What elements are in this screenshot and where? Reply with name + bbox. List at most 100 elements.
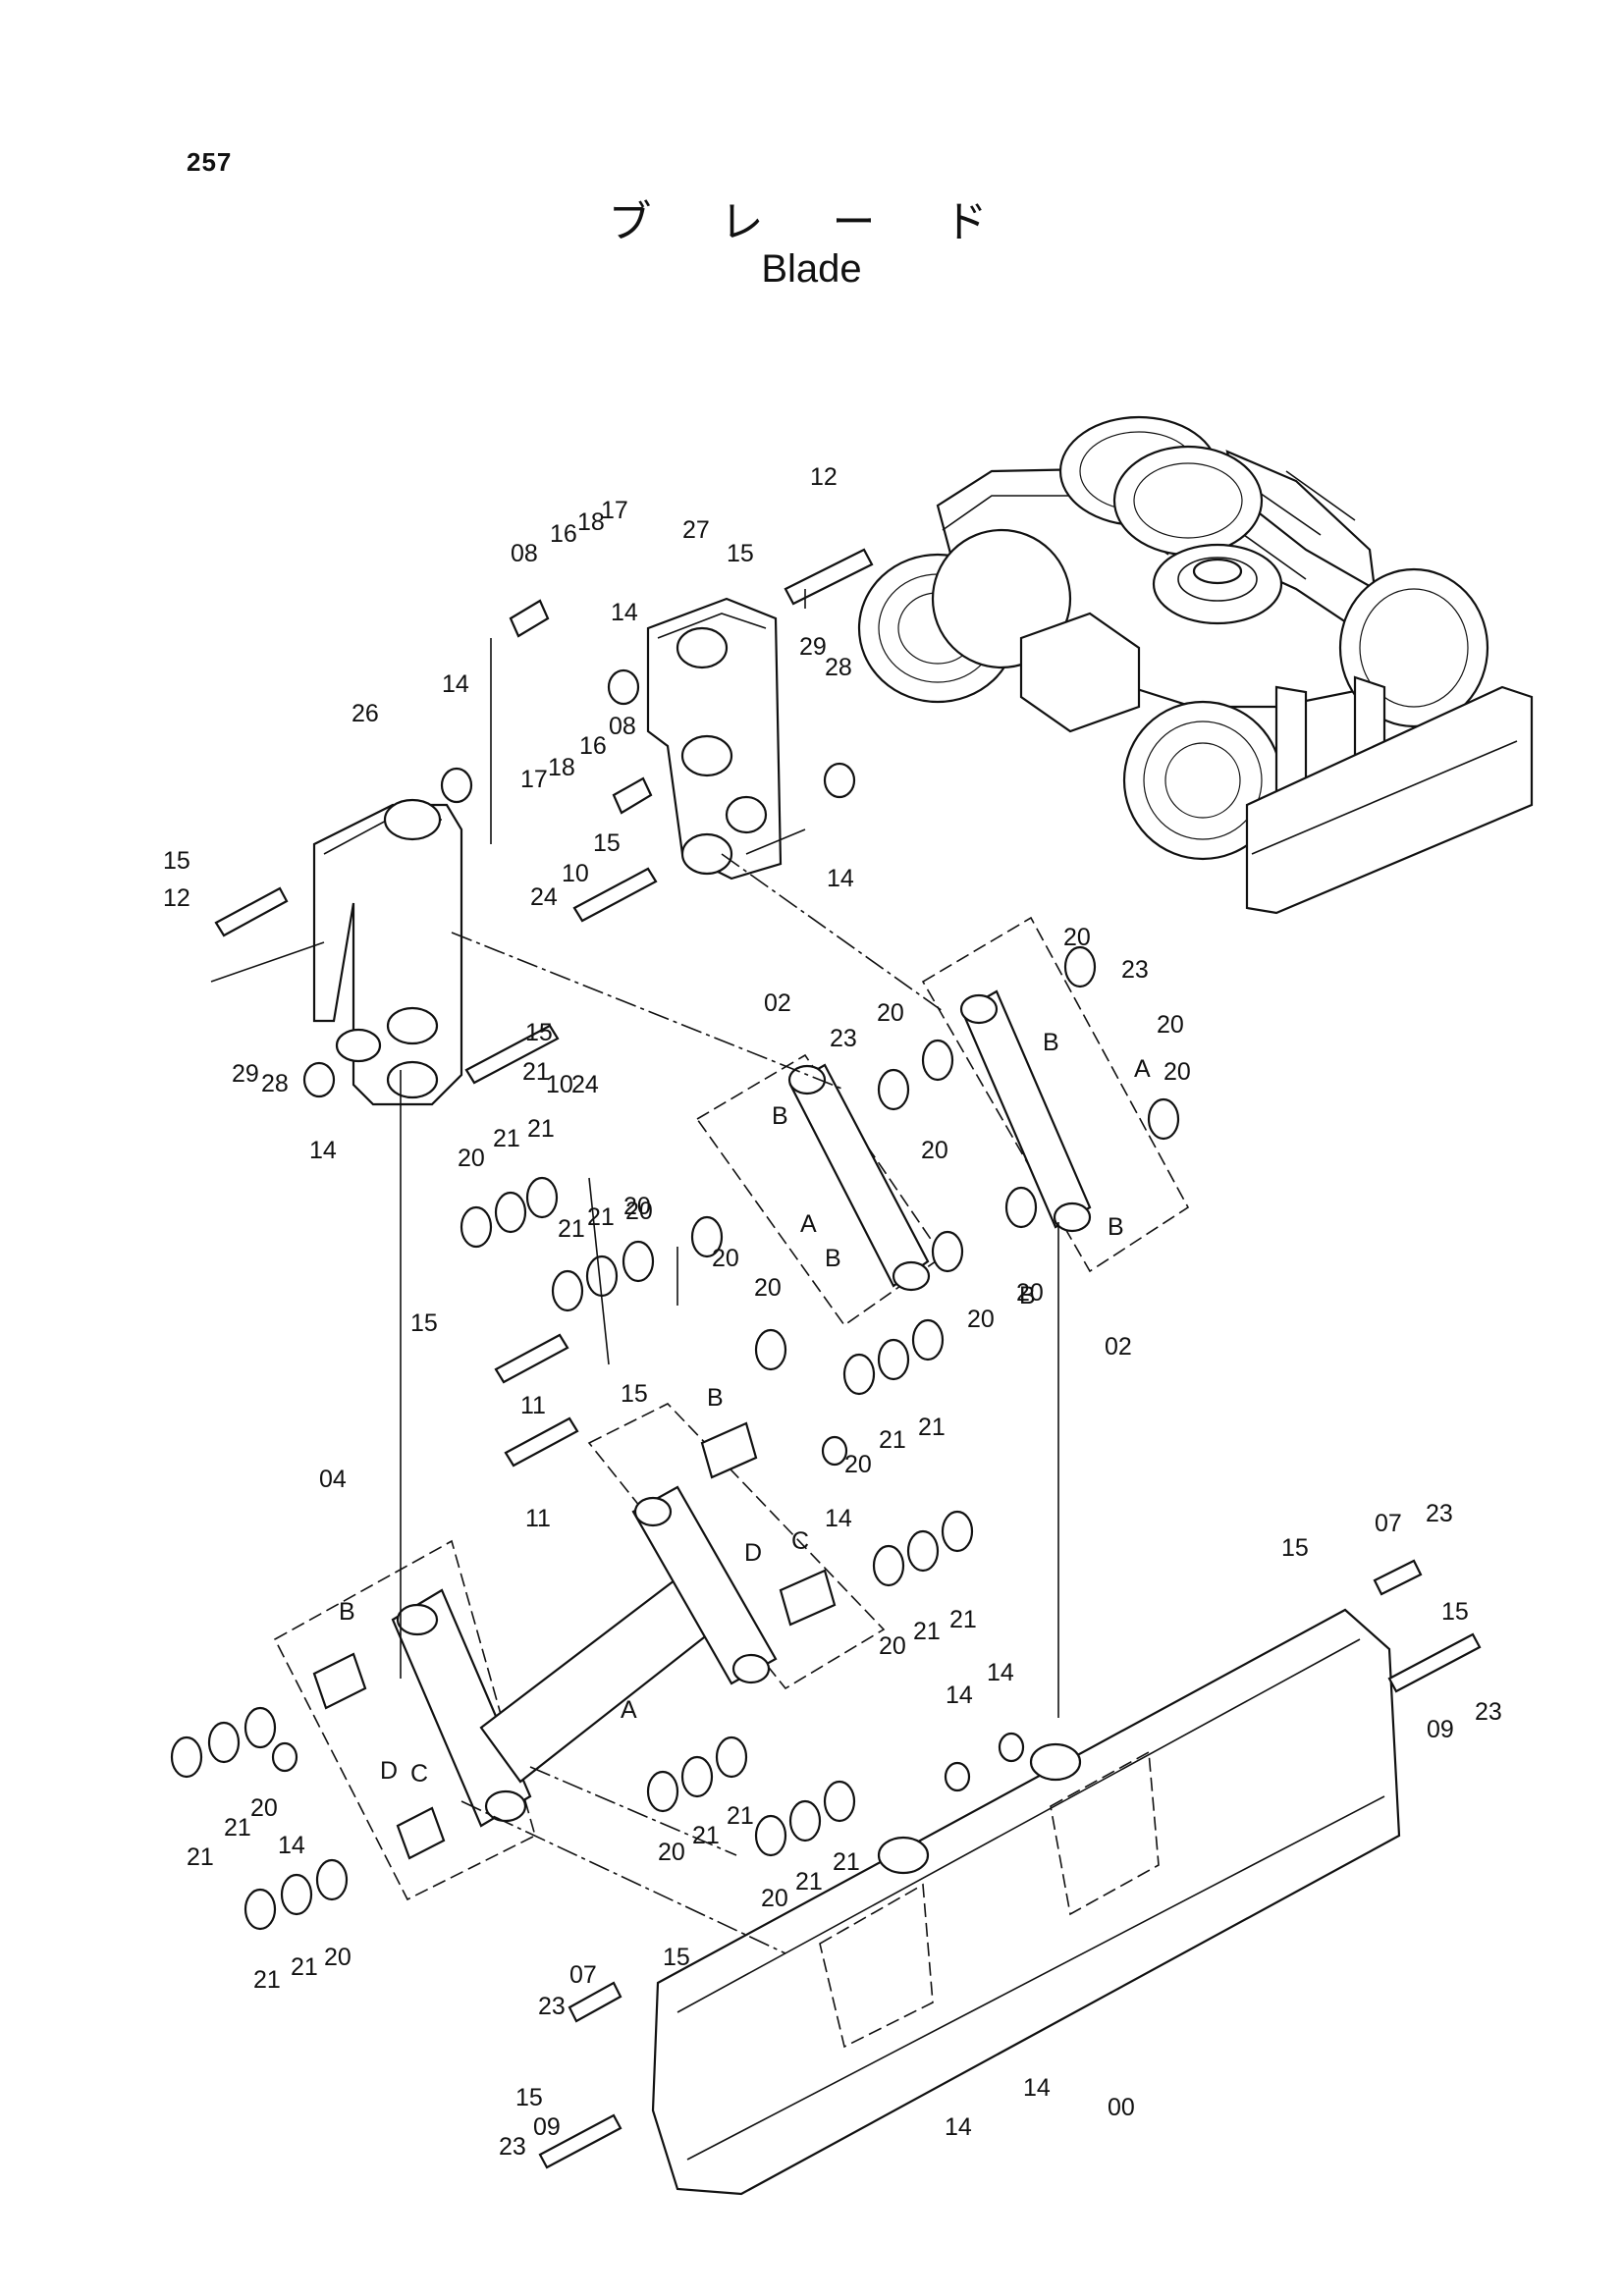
callout: 02 xyxy=(1105,1333,1132,1361)
callout: B xyxy=(1019,1282,1036,1309)
callout: 08 xyxy=(609,713,636,740)
callout: 15 xyxy=(727,540,754,567)
callout: 14 xyxy=(442,670,469,698)
callout: 07 xyxy=(569,1961,597,1989)
callout: 21 xyxy=(522,1058,550,1086)
callout: 21 xyxy=(493,1125,520,1152)
callout: A xyxy=(621,1696,637,1724)
callout: 23 xyxy=(830,1025,857,1052)
callout: 14 xyxy=(825,1505,852,1532)
callout: B xyxy=(772,1102,788,1130)
callout: 23 xyxy=(1121,956,1149,984)
callout: 29 xyxy=(232,1060,259,1088)
callout: 00 xyxy=(1108,2094,1135,2121)
callout: 14 xyxy=(945,2113,972,2141)
callout: 14 xyxy=(827,865,854,892)
callout: 15 xyxy=(1441,1598,1469,1626)
callout: A xyxy=(1134,1055,1151,1083)
callout: A xyxy=(800,1210,817,1238)
callout: 20 xyxy=(877,999,904,1027)
callout: 21 xyxy=(918,1414,946,1441)
callout: 12 xyxy=(163,884,190,912)
callout: 21 xyxy=(727,1802,754,1830)
link-assembly-04 xyxy=(273,1403,886,1901)
callout: 17 xyxy=(601,497,628,524)
blade-00 xyxy=(651,1608,1401,2196)
callout: 24 xyxy=(571,1071,599,1098)
callout: 15 xyxy=(593,829,621,857)
callout: 21 xyxy=(224,1814,251,1842)
callout: 21 xyxy=(291,1953,318,1981)
callout: 15 xyxy=(663,1944,690,1971)
callout: 20 xyxy=(1163,1058,1191,1086)
callout: 21 xyxy=(558,1215,585,1243)
title-japanese: ブ レ ー ド xyxy=(608,197,1015,247)
callout: 20 xyxy=(712,1245,739,1272)
callout: B xyxy=(339,1598,355,1626)
callout: 07 xyxy=(1375,1510,1402,1537)
callout: 20 xyxy=(879,1632,906,1660)
callout: 21 xyxy=(253,1966,281,1994)
callout: 15 xyxy=(515,2084,543,2111)
callout: 15 xyxy=(525,1019,553,1046)
callout: 15 xyxy=(163,847,190,875)
washers-20-21 xyxy=(170,945,1180,1931)
callout-labels: 12 15 08 16 18 17 27 14 29 28 26 14 08 1… xyxy=(163,463,1502,2161)
callout: D xyxy=(380,1757,398,1785)
callout: 02 xyxy=(764,989,791,1017)
callout: 20 xyxy=(250,1794,278,1822)
callout: 20 xyxy=(1016,1279,1044,1307)
callout: 21 xyxy=(587,1203,615,1231)
callout: 20 xyxy=(623,1193,651,1220)
callout: 14 xyxy=(987,1659,1014,1686)
arm-bracket-26 xyxy=(312,798,463,1106)
callout: 20 xyxy=(754,1274,782,1302)
callout: 11 xyxy=(525,1505,551,1532)
callout: 20 xyxy=(967,1306,995,1333)
callout: 20 xyxy=(1157,1011,1184,1039)
callout: B xyxy=(1043,1029,1059,1056)
callout: 21 xyxy=(795,1868,823,1896)
machine-chassis-illustration xyxy=(857,415,1534,915)
callout: 21 xyxy=(833,1848,860,1876)
callout: 14 xyxy=(611,599,638,626)
callout: 23 xyxy=(1475,1698,1502,1726)
callout: 09 xyxy=(1427,1716,1454,1743)
callout: 12 xyxy=(810,463,838,491)
link-assembly-02-right xyxy=(921,916,1190,1273)
callout: 20 xyxy=(625,1198,653,1225)
callout: 21 xyxy=(949,1606,977,1633)
callout: C xyxy=(410,1760,428,1788)
callout: 20 xyxy=(324,1944,352,1971)
callout: 20 xyxy=(658,1839,685,1866)
callout: 21 xyxy=(879,1426,906,1454)
callout: 15 xyxy=(410,1309,438,1337)
page-number: 257 xyxy=(187,147,233,177)
callout: 20 xyxy=(458,1145,485,1172)
callout: 21 xyxy=(692,1822,720,1849)
callout: 17 xyxy=(520,766,548,793)
callout: 23 xyxy=(499,2133,526,2161)
leader-lines xyxy=(210,589,1059,1954)
callout: D xyxy=(744,1539,762,1567)
callout: 29 xyxy=(799,633,827,661)
callout: 26 xyxy=(352,700,379,727)
callout: 27 xyxy=(682,516,710,544)
callout: 20 xyxy=(844,1451,872,1478)
callout: 08 xyxy=(511,540,538,567)
bracket-27 xyxy=(646,597,783,881)
callout: 14 xyxy=(309,1137,337,1164)
callout: 14 xyxy=(1023,2074,1051,2102)
callout: 10 xyxy=(546,1071,573,1098)
callout: 28 xyxy=(825,654,852,681)
callout: 21 xyxy=(187,1843,214,1871)
callout: 20 xyxy=(921,1137,948,1164)
callout: 20 xyxy=(1063,924,1091,951)
callout: 21 xyxy=(527,1115,555,1143)
callout: 15 xyxy=(1281,1534,1309,1562)
callout: 16 xyxy=(550,520,577,548)
callout: 14 xyxy=(946,1682,973,1709)
callout: B xyxy=(1108,1213,1124,1241)
callout: B xyxy=(707,1384,724,1412)
